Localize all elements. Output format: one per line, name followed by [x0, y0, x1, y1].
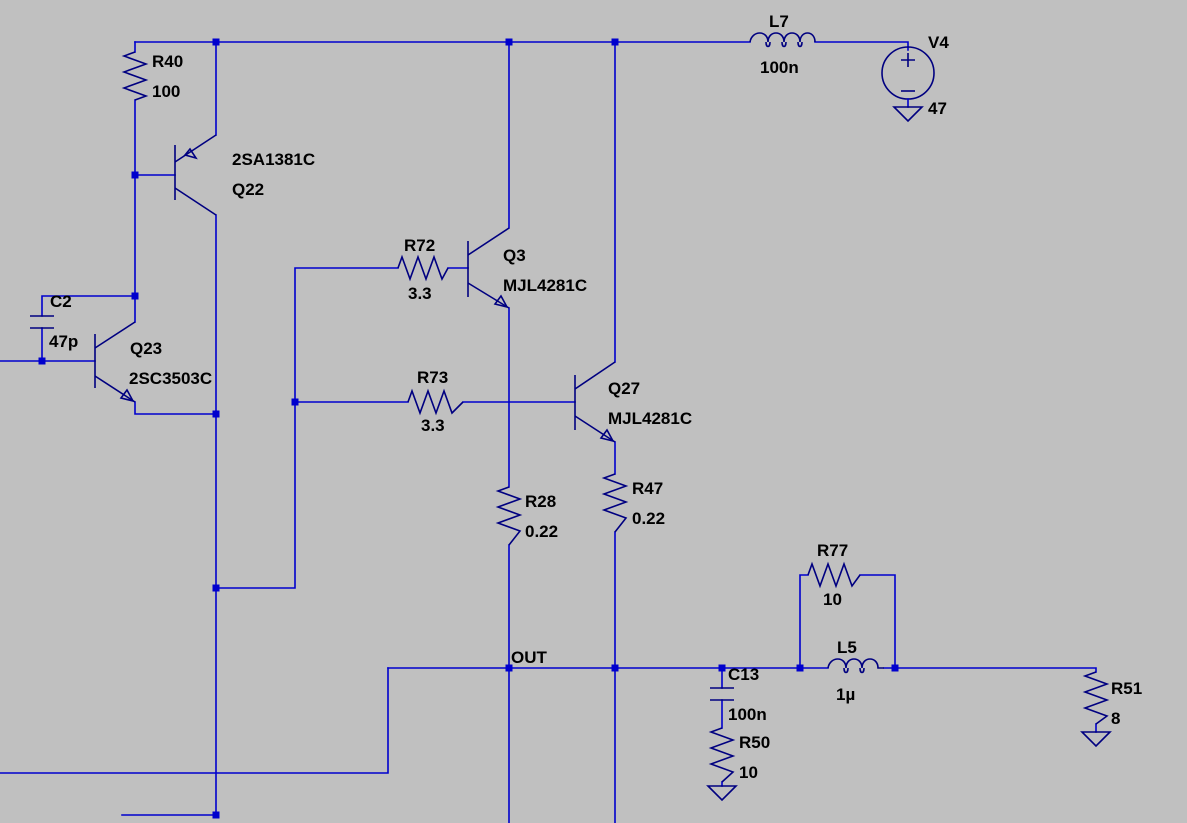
resistor-r72[interactable]: R72 3.3	[397, 236, 449, 303]
resistor-r28[interactable]: R28 0.22	[495, 486, 558, 546]
wires	[0, 41, 1097, 823]
transistor-q22[interactable]: 2SA1381C Q22	[174, 134, 315, 216]
l5-value: 1µ	[836, 685, 855, 704]
r28-ref: R28	[525, 492, 556, 511]
r51-value: 8	[1111, 709, 1120, 728]
r77-ref: R77	[817, 541, 848, 560]
c2-value: 47p	[49, 332, 78, 351]
r40-ref: R40	[152, 52, 183, 71]
voltage-source-v4[interactable]: V4 47	[881, 33, 949, 123]
transistor-q23[interactable]: Q23 2SC3503C	[94, 321, 212, 403]
l5-ref: L5	[837, 638, 857, 657]
r72-value: 3.3	[408, 284, 432, 303]
q27-ref: Q27	[608, 379, 640, 398]
q22-value: 2SA1381C	[232, 150, 315, 169]
resistor-r50[interactable]: R50 10	[706, 727, 770, 802]
inductor-l5[interactable]: L5 1µ	[827, 638, 884, 704]
q3-value: MJL4281C	[503, 276, 587, 295]
resistor-r47[interactable]: R47 0.22	[601, 473, 665, 533]
inductor-l7[interactable]: L7 100n	[749, 12, 816, 77]
r51-ref: R51	[1111, 679, 1142, 698]
resistor-r51[interactable]: R51 8	[1080, 671, 1142, 748]
q23-value: 2SC3503C	[129, 369, 212, 388]
r28-value: 0.22	[525, 522, 558, 541]
capacitor-c13[interactable]: C13 100n	[710, 665, 767, 724]
r73-value: 3.3	[421, 416, 445, 435]
r77-value: 10	[823, 590, 842, 609]
resistor-r73[interactable]: R73 3.3	[407, 368, 464, 435]
r50-ref: R50	[739, 733, 770, 752]
q3-ref: Q3	[503, 246, 526, 265]
l7-ref: L7	[769, 12, 789, 31]
r40-value: 100	[152, 82, 180, 101]
transistor-q27[interactable]: Q27 MJL4281C	[574, 361, 692, 443]
resistor-r40[interactable]: R40 100	[121, 51, 183, 101]
q23-ref: Q23	[130, 339, 162, 358]
r50-value: 10	[739, 763, 758, 782]
resistor-r77[interactable]: R77 10	[807, 541, 861, 609]
l7-value: 100n	[760, 58, 799, 77]
transistor-q3[interactable]: Q3 MJL4281C	[467, 227, 587, 309]
v4-ref: V4	[928, 33, 949, 52]
junctions	[38, 38, 899, 819]
q22-ref: Q22	[232, 180, 264, 199]
net-label-out: OUT	[511, 648, 548, 667]
c2-ref: C2	[50, 292, 72, 311]
r47-ref: R47	[632, 479, 663, 498]
v4-value: 47	[928, 99, 947, 118]
r47-value: 0.22	[632, 509, 665, 528]
r73-ref: R73	[417, 368, 448, 387]
capacitor-c2[interactable]: C2 47p	[30, 292, 78, 351]
q27-value: MJL4281C	[608, 409, 692, 428]
c13-value: 100n	[728, 705, 767, 724]
r72-ref: R72	[404, 236, 435, 255]
c13-ref: C13	[728, 665, 759, 684]
